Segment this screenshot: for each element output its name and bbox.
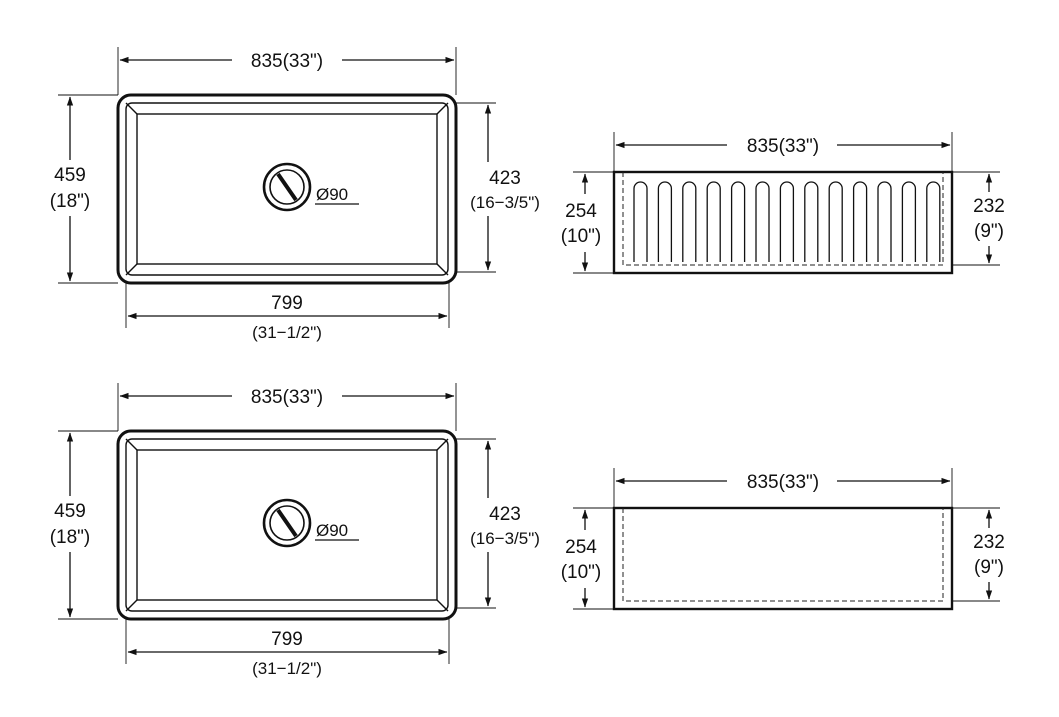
front-left-height-in-label: (10") (561, 226, 602, 247)
left-height-mm-label: 459 (54, 165, 86, 186)
top-view-2: 835(33") 459 (18") 423 (16−3/5") Ø90 (50, 383, 540, 678)
bottom-width-in-label: (31−1/2") (252, 323, 322, 342)
apron-flute (877, 181, 892, 262)
apron-flute (657, 181, 673, 262)
sink-basin-floor (136, 449, 438, 601)
left-height-in-label: (18") (50, 191, 91, 212)
apron-flutes (633, 181, 941, 262)
drain-size-label: Ø90 (316, 185, 348, 204)
left-height-in-label: (18") (50, 527, 91, 548)
front-right-height-in-label: (9") (974, 221, 1004, 242)
sink-outer-rim (116, 429, 458, 621)
front-width-label: 835(33") (747, 136, 819, 157)
apron-flute (852, 181, 868, 262)
sink-inner-rim (125, 438, 449, 612)
apron-flute (633, 181, 648, 262)
sink-outer-rim (116, 93, 458, 285)
right-height-in-label: (16−3/5") (470, 529, 540, 548)
apron-flute (804, 181, 819, 262)
front-view-2-plain: 835(33") 254 (10") 232 (9") (561, 468, 1005, 611)
drawing-set-2: 835(33") 459 (18") 423 (16−3/5") Ø90 (50, 383, 1005, 678)
front-left-height-mm-label: 254 (565, 201, 597, 222)
front-left-height-mm-label: 254 (565, 537, 597, 558)
drain-size-label: Ø90 (316, 521, 348, 540)
apron-flute (682, 181, 697, 262)
drawing-set-1: 835(33") 459 (18") 423 (16−3/5") (50, 47, 1005, 342)
apron-flute (779, 181, 795, 262)
bottom-width-in-label: (31−1/2") (252, 659, 322, 678)
front-right-height-mm-label: 232 (973, 532, 1005, 553)
apron-outline (612, 506, 954, 611)
apron-flute (706, 181, 721, 262)
front-right-height-in-label: (9") (974, 557, 1004, 578)
right-height-mm-label: 423 (489, 504, 521, 525)
top-view-1: 835(33") 459 (18") 423 (16−3/5") (50, 47, 540, 342)
front-left-height-in-label: (10") (561, 562, 602, 583)
apron-flute (926, 181, 941, 262)
bottom-width-mm-label: 799 (271, 293, 303, 314)
bottom-width-mm-label: 799 (271, 629, 303, 650)
apron-flute (730, 181, 746, 262)
front-right-height-mm-label: 232 (973, 196, 1005, 217)
front-view-1-fluted: 835(33") 254 (10") 232 (9") (561, 132, 1005, 275)
drain-icon (262, 162, 312, 212)
right-height-mm-label: 423 (489, 168, 521, 189)
right-height-in-label: (16−3/5") (470, 193, 540, 212)
left-height-mm-label: 459 (54, 501, 86, 522)
apron-flute (755, 181, 770, 262)
front-width-label: 835(33") (747, 472, 819, 493)
apron-flute (828, 181, 843, 262)
top-width-label: 835(33") (251, 387, 323, 408)
top-width-label: 835(33") (251, 51, 323, 72)
apron-flute (901, 181, 917, 262)
sink-basin-floor (136, 113, 438, 265)
sink-inner-rim (125, 102, 449, 276)
apron-outline (612, 170, 954, 275)
drain-icon (262, 498, 312, 548)
